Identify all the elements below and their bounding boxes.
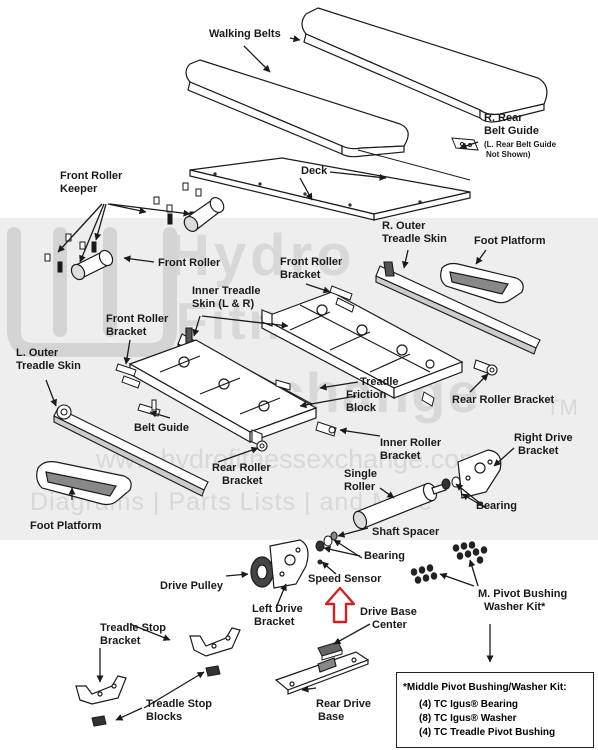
- r-rear-belt-guide: [451, 137, 479, 151]
- label-treadle-friction-block-1: Treadle: [360, 376, 399, 388]
- pivot-kit-info-box: *Middle Pivot Bushing/Washer Kit: (4) TC…: [396, 672, 594, 748]
- label-treadle-stop-bracket-2: Bracket: [100, 635, 141, 647]
- foot-platform-right: [440, 262, 524, 304]
- label-m-pivot-kit-2: Washer Kit*: [484, 601, 546, 613]
- label-rear-roller-bracket-left-2: Bracket: [222, 475, 263, 487]
- label-r-outer-skin-1: R. Outer: [382, 220, 426, 232]
- label-treadle-friction-block-3: Block: [346, 402, 376, 414]
- label-treadle-stop-bracket-1: Treadle Stop: [100, 622, 167, 634]
- label-treadle-stop-blocks-2: Blocks: [146, 711, 183, 723]
- label-bearing-center: Bearing: [364, 550, 405, 562]
- label-drive-base-center-1: Drive Base: [360, 606, 417, 618]
- label-front-roller: Front Roller: [158, 257, 221, 269]
- rear-drive-base-part: [274, 651, 370, 695]
- label-right-drive-bracket-2: Bracket: [518, 445, 559, 457]
- front-roller-bracket-top: [329, 285, 355, 313]
- foot-platform-left: [36, 461, 132, 506]
- walking-belt-lower: [185, 59, 409, 158]
- label-belt-guide: Belt Guide: [134, 422, 190, 434]
- label-m-pivot-kit-1: M. Pivot Bushing: [478, 588, 568, 600]
- label-shaft-spacer: Shaft Spacer: [372, 526, 440, 538]
- treadle-stop-bracket-upper: [189, 627, 241, 657]
- speed-sensor-highlight-arrow: [324, 586, 356, 624]
- label-l-outer-skin-1: L. Outer: [16, 347, 59, 359]
- treadle-stop-blocks-parts: [91, 665, 221, 727]
- label-rear-roller-bracket-right: Rear Roller Bracket: [452, 394, 555, 406]
- label-l-rear-note-1: (L. Rear Belt Guide: [484, 140, 557, 149]
- inner-roller-bracket-part: [315, 391, 435, 437]
- label-rear-roller-bracket-left-1: Rear Roller: [212, 462, 271, 474]
- label-l-rear-note-2: Not Shown): [486, 150, 531, 159]
- treadle-friction-block: [275, 379, 291, 391]
- label-left-drive-bracket-1: Left Drive: [252, 603, 303, 615]
- left-drive-bracket-part: [269, 539, 309, 589]
- m-pivot-kit-parts: [410, 541, 488, 584]
- r-outer-treadle-skin: [375, 261, 541, 355]
- label-inner-roller-bracket-2: Bracket: [380, 450, 421, 462]
- label-inner-treadle-skin-2: Skin (L & R): [192, 298, 255, 310]
- kit-item-1: (4) TC Igus® Bearing: [419, 699, 519, 710]
- label-single-roller-1: Single: [344, 468, 378, 480]
- leader-arrows: [45, 35, 515, 721]
- label-front-roller-keeper-1: Front Roller: [60, 170, 123, 182]
- label-speed-sensor: Speed Sensor: [308, 573, 382, 585]
- front-roller-left: [70, 249, 114, 281]
- l-outer-treadle-skin: [53, 404, 209, 497]
- label-bearing-right: Bearing: [476, 500, 517, 512]
- label-walking-belts: Walking Belts: [209, 28, 281, 40]
- label-front-roller-keeper-2: Keeper: [60, 183, 98, 195]
- label-rear-drive-base-2: Base: [318, 711, 345, 723]
- deck-panel: [189, 157, 471, 221]
- label-front-roller-bracket-top-2: Bracket: [280, 269, 321, 281]
- kit-item-3: (4) TC Treadle Pivot Bushing: [419, 727, 556, 738]
- label-l-outer-skin-2: Treadle Skin: [16, 360, 81, 372]
- front-roller-bracket-left: [115, 363, 141, 389]
- label-foot-platform-right: Foot Platform: [474, 235, 546, 247]
- treadle-stop-bracket-lower: [75, 675, 127, 705]
- label-deck: Deck: [301, 165, 328, 177]
- label-drive-base-center-2: Center: [372, 619, 407, 631]
- treadle-frame-right: [260, 291, 464, 399]
- label-inner-roller-bracket-1: Inner Roller: [380, 437, 442, 449]
- bearing-right-part: [441, 476, 461, 490]
- label-r-outer-skin-2: Treadle Skin: [382, 233, 447, 245]
- watermark-tm: TM: [546, 395, 578, 420]
- label-r-rear-belt-guide-2: Belt Guide: [484, 125, 540, 137]
- single-roller-part: [352, 482, 447, 530]
- label-inner-treadle-skin-1: Inner Treadle: [192, 285, 261, 297]
- deck-edge: [357, 149, 471, 181]
- label-front-roller-bracket-left-1: Front Roller: [106, 313, 169, 325]
- label-single-roller-2: Roller: [344, 481, 376, 493]
- rear-roller-bracket-right: [473, 359, 498, 376]
- right-drive-bracket-part: [457, 449, 502, 499]
- shaft-spacer-bearing-center: [315, 531, 338, 565]
- label-left-drive-bracket-2: Bracket: [254, 616, 295, 628]
- label-rear-drive-base-1: Rear Drive: [316, 698, 372, 710]
- walking-belt-upper: [301, 7, 548, 123]
- label-drive-pulley: Drive Pulley: [160, 580, 223, 592]
- label-treadle-stop-blocks-1: Treadle Stop: [146, 698, 213, 710]
- label-front-roller-bracket-top-1: Front Roller: [280, 256, 343, 268]
- label-treadle-friction-block-2: Friction: [346, 389, 387, 401]
- front-roller-right: [183, 196, 225, 233]
- drive-pulley-part: [250, 556, 274, 588]
- kit-item-2: (8) TC Igus® Washer: [419, 713, 517, 724]
- rear-roller-bracket-left: [251, 429, 268, 452]
- kit-box-title: *Middle Pivot Bushing/Washer Kit:: [403, 682, 567, 693]
- label-r-rear-belt-guide-1: R. Rear: [484, 112, 523, 124]
- label-foot-platform-left: Foot Platform: [30, 520, 102, 532]
- label-right-drive-bracket-1: Right Drive: [514, 432, 573, 444]
- watermark-brand-1: Hydro: [168, 223, 356, 288]
- label-front-roller-bracket-left-2: Bracket: [106, 326, 147, 338]
- drive-base-center-part: [317, 641, 343, 661]
